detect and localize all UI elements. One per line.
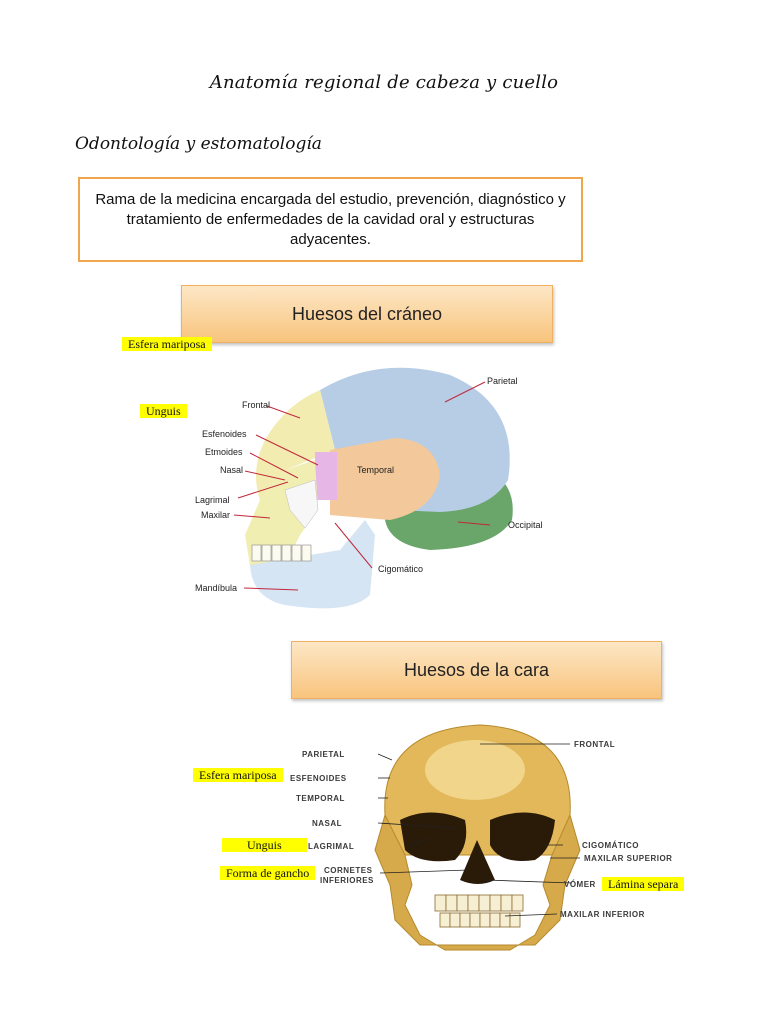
face-banner: Huesos de la cara (291, 641, 662, 699)
temporal-bone (330, 438, 440, 520)
skull-front-illustration: PARIETAL ESFENOIDES TEMPORAL NASAL LAGRI… (290, 724, 672, 951)
label-face-inferiores: INFERIORES (320, 876, 374, 885)
label-face-cornetes: CORNETES (324, 866, 373, 875)
mandible-bone (250, 520, 375, 609)
label-face-maxilar-inferior: MAXILAR INFERIOR (560, 910, 645, 919)
label-face-lagrimal: LAGRIMAL (308, 842, 354, 851)
label-nasal: Nasal (220, 465, 243, 475)
forehead-highlight (425, 740, 525, 800)
front-teeth (434, 894, 524, 928)
note-face-lamina-separa: Lámina separa (602, 877, 685, 891)
right-orbit (490, 812, 555, 861)
document-title: Anatomía regional de cabeza y cuello (209, 72, 559, 93)
label-parietal: Parietal (487, 376, 518, 386)
note-face-unguis: Unguis (222, 838, 307, 852)
skull-lateral-illustration: Frontal Esfenoides Etmoides Nasal Lagrim… (195, 367, 543, 609)
label-frontal: Frontal (242, 400, 270, 410)
document-subtitle: Odontología y estomatología (75, 134, 322, 154)
teeth (251, 544, 312, 562)
label-face-frontal: FRONTAL (574, 740, 615, 749)
definition-text: Rama de la medicina encargada del estudi… (95, 190, 566, 248)
note-esfera-mariposa: Esfera mariposa (122, 337, 212, 351)
skull-banner: Huesos del cráneo (181, 285, 553, 343)
cheekbones (374, 813, 581, 951)
label-cigomatico: Cigomático (378, 564, 423, 574)
label-face-parietal: PARIETAL (302, 750, 345, 759)
label-temporal: Temporal (357, 465, 394, 475)
note-unguis: Unguis (140, 404, 187, 418)
zygomatic-bone (284, 479, 319, 529)
note-face-esfera-mariposa: Esfera mariposa (193, 768, 283, 782)
label-face-cigomatico: CIGOMÁTICO (582, 841, 639, 850)
skull-banner-label: Huesos del cráneo (291, 303, 443, 324)
label-esfenoides: Esfenoides (202, 429, 247, 439)
label-face-temporal: TEMPORAL (296, 794, 345, 803)
label-face-maxilar-superior: MAXILAR SUPERIOR (584, 854, 672, 863)
note-face-forma-gancho: Forma de gancho (220, 866, 316, 880)
face-banner-label: Huesos de la cara (403, 659, 550, 680)
nasal-cavity (460, 840, 495, 884)
label-mandibula: Mandíbula (195, 583, 237, 593)
label-occipital: Occipital (508, 520, 543, 530)
label-face-nasal: NASAL (312, 819, 342, 828)
frontal-bone (256, 390, 335, 500)
label-etmoides: Etmoides (205, 447, 243, 457)
label-face-vomer: VÓMER (564, 880, 596, 889)
definition-box: Rama de la medicina encargada del estudi… (78, 177, 583, 262)
sphenoid-bone (315, 452, 337, 500)
label-lagrimal: Lagrimal (195, 495, 230, 505)
label-face-esfenoides: ESFENOIDES (290, 774, 347, 783)
left-orbit (400, 812, 467, 862)
label-maxilar: Maxilar (201, 510, 230, 520)
